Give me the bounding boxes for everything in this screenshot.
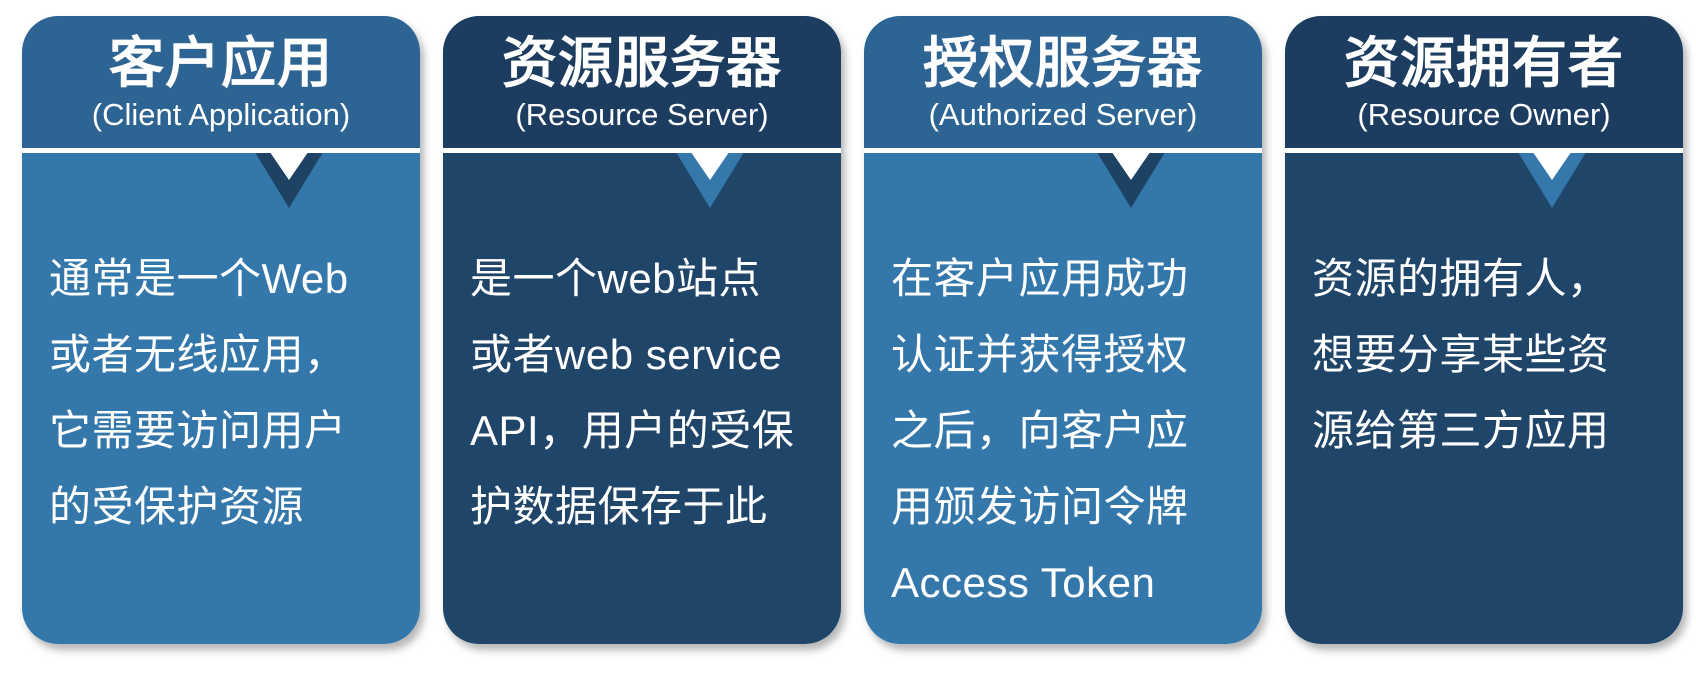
card-description-line: 想要分享某些资 — [1312, 331, 1610, 378]
card-subtitle: (Resource Server) — [515, 97, 769, 133]
card-description-line: API，用户的受保 — [470, 407, 795, 454]
chevron-down-icon — [676, 153, 744, 208]
card-description-line: 或者web service — [470, 331, 783, 378]
concept-card-resource-server: 资源服务器 (Resource Server) 是一个web站点或者web se… — [443, 16, 841, 644]
card-description-line: Access Token — [891, 559, 1156, 606]
card-description-line: 认证并获得授权 — [891, 331, 1189, 378]
card-subtitle: (Client Application) — [91, 97, 351, 133]
card-body: 资源的拥有人， 想要分享某些资源给第三方应用 — [1285, 153, 1683, 644]
card-title: 资源拥有者 — [1343, 32, 1624, 94]
card-description-line: 源给第三方应用 — [1312, 407, 1610, 454]
card-description-line: 用颁发访问令牌 — [891, 483, 1189, 530]
card-title: 客户应用 — [108, 32, 333, 94]
card-title: 资源服务器 — [501, 32, 782, 94]
card-header: 资源服务器 (Resource Server) — [443, 16, 841, 153]
card-description-line: 或者无线应用， — [49, 331, 347, 378]
card-body: 在客户应用成功认证并获得授权之后，向客户应用颁发访问令牌 Access Token — [864, 153, 1262, 644]
card-body: 通常是一个Web 或者无线应用， 它需要访问用户的受保护资源 — [22, 153, 420, 644]
chevron-down-icon — [255, 153, 323, 208]
card-description-line: 通常是一个Web — [49, 255, 349, 302]
card-description: 资源的拥有人， 想要分享某些资源给第三方应用 — [1312, 241, 1661, 469]
card-description-line: 的受保护资源 — [49, 483, 305, 530]
concept-card-client-application: 客户应用 (Client Application) 通常是一个Web 或者无线应用… — [22, 16, 420, 644]
card-header: 授权服务器 (Authorized Server) — [864, 16, 1262, 153]
chevron-down-icon — [1097, 153, 1165, 208]
concept-card-resource-owner: 资源拥有者 (Resource Owner) 资源的拥有人， 想要分享某些资源给第… — [1285, 16, 1683, 644]
card-description-line: 是一个web站点 — [470, 255, 762, 302]
card-subtitle: (Resource Owner) — [1357, 97, 1611, 133]
card-description: 通常是一个Web 或者无线应用， 它需要访问用户的受保护资源 — [49, 241, 398, 545]
card-title: 授权服务器 — [922, 32, 1203, 94]
card-description: 在客户应用成功认证并获得授权之后，向客户应用颁发访问令牌 Access Token — [891, 241, 1240, 621]
card-header: 客户应用 (Client Application) — [22, 16, 420, 153]
concept-card-authorized-server: 授权服务器 (Authorized Server) 在客户应用成功认证并获得授权… — [864, 16, 1262, 644]
card-description-line: 它需要访问用户 — [49, 407, 347, 454]
chevron-down-icon — [1518, 153, 1586, 208]
card-subtitle: (Authorized Server) — [928, 97, 1198, 133]
card-description-line: 护数据保存于此 — [470, 483, 768, 530]
card-description-line: 在客户应用成功 — [891, 255, 1189, 302]
card-header: 资源拥有者 (Resource Owner) — [1285, 16, 1683, 153]
card-description-line: 之后，向客户应 — [891, 407, 1189, 454]
card-description-line: 资源的拥有人， — [1312, 255, 1610, 302]
